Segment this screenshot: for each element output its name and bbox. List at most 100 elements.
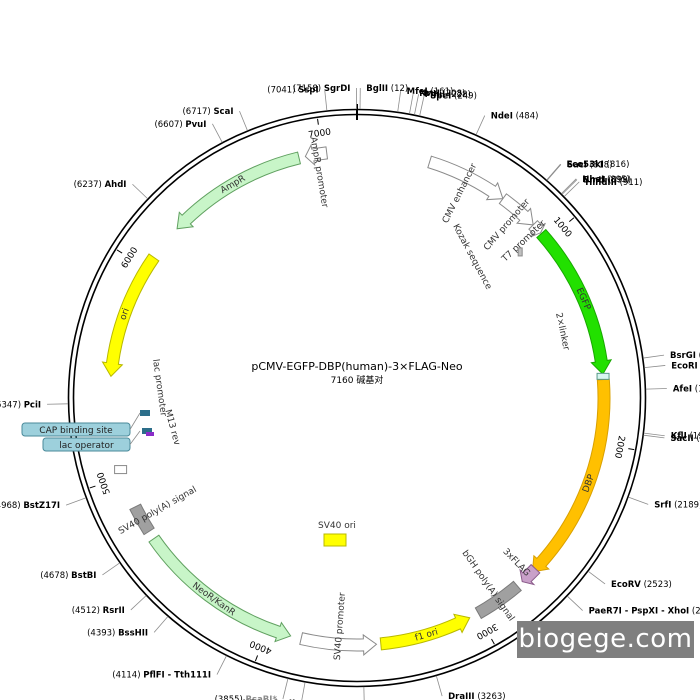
3xflag-arrow xyxy=(519,563,541,586)
bstbi-leader xyxy=(102,562,120,576)
pflfi-tth111i-site-position: (4114) xyxy=(112,671,140,681)
avrii-site-position: (3786) xyxy=(242,699,270,700)
kfli-site-position: (1929) xyxy=(689,432,700,442)
nrui-site-position: (208) xyxy=(443,89,466,99)
bstz17i-site-name: BstZ17I xyxy=(23,501,60,511)
ndei-site-position: (484) xyxy=(516,112,539,122)
afei-site-label: AfeI (1755) xyxy=(673,384,700,394)
linker-label: 2×linker xyxy=(553,312,571,352)
lac-operator-mark xyxy=(146,432,154,436)
ori-label: ori xyxy=(118,307,131,321)
paer7i-pspxi-xhoi-site-label: PaeR7I - PspXI - XhoI (2651) xyxy=(589,607,700,617)
bsshii-site-position: (4393) xyxy=(87,628,115,638)
watermark-logo: biogege.com xyxy=(517,621,694,658)
bsshii-site-name: BssHII xyxy=(118,628,148,638)
ahdi-leader xyxy=(132,183,148,200)
bsabi-site-name: BsaBI* xyxy=(246,695,278,700)
srfi-site-label: SrfI (2189) xyxy=(654,500,700,510)
lac-operator-block xyxy=(142,428,152,434)
rsrii-leader xyxy=(130,595,147,611)
ampr-arrow xyxy=(176,151,302,230)
bsrgi-site-label: BsrGI (1632) xyxy=(670,351,700,361)
ahdi-site-position: (6237) xyxy=(74,180,102,190)
tick-label-4000: 4000 xyxy=(248,638,273,656)
bglii-site-label: BglII (12) xyxy=(366,84,408,94)
mfei-leader xyxy=(397,91,402,112)
bstz17i-site-label: (4968) BstZ17I xyxy=(0,501,60,511)
tick-label-7000: 7000 xyxy=(308,128,332,141)
mfei-site-name: MfeI xyxy=(407,87,428,97)
tick-mark-6000 xyxy=(116,249,123,254)
bsabi-site-position: (3855) xyxy=(215,695,243,700)
ndei-leader xyxy=(475,115,486,135)
ecorv-site-name: EcoRV xyxy=(611,580,641,590)
spei-site-position: (249) xyxy=(454,91,477,101)
bstbi-site-name: BstBI xyxy=(71,571,96,581)
neor-kanr-label: NeoR/KanR xyxy=(190,581,237,618)
sgrdi-site-name: SgrDI xyxy=(324,84,351,94)
ecorv-site-label: EcoRV (2523) xyxy=(611,580,672,590)
sgrdi-site-label: (7158) SgrDI xyxy=(293,84,351,94)
cmv-promoter-arrow xyxy=(498,193,534,226)
pflfi-tth111i-leader xyxy=(216,655,227,675)
cap-binding-block xyxy=(140,410,150,416)
avrii-site-label: (3786) AvrII xyxy=(242,699,295,700)
sv40-poly-a-signal-arrow xyxy=(129,503,155,536)
eco53ki-site-label: Eco53kI (816) xyxy=(566,160,629,170)
hindiii-site-label: HindIII (911) xyxy=(585,178,642,188)
mlui-site-name: MluI xyxy=(425,90,446,100)
dbp-arrow xyxy=(531,378,611,573)
nhei-leader xyxy=(561,178,577,194)
bsrgi-leader xyxy=(643,354,665,359)
ecorv-site-position: (2523) xyxy=(644,580,672,590)
plasmid-size: 7160 碱基对 xyxy=(331,374,384,386)
bglii-site-position: (12) xyxy=(391,84,408,94)
pvui-site-name: PvuI xyxy=(185,120,206,130)
neor-kanr-arrow xyxy=(148,534,292,643)
mfei-site-label: MfeI (161) xyxy=(407,87,454,97)
ecori-leader xyxy=(644,365,666,369)
tick-label-3000: 3000 xyxy=(474,621,499,641)
eco53ki-site-name: Eco53kI xyxy=(566,160,603,170)
spei-site-name: SpeI xyxy=(430,91,451,101)
kozak-sequence-label: Kozak sequence xyxy=(450,223,493,292)
ecori-site-name: EcoRI xyxy=(671,361,697,371)
bstz17i-leader xyxy=(65,497,86,506)
eco53ki-site-position: (816) xyxy=(607,160,630,170)
tick-label-1000: 1000 xyxy=(551,216,574,240)
ahdi-site-name: AhdI xyxy=(105,180,127,190)
sspi-site-position: (7041) xyxy=(267,86,295,96)
sgrdi-site-position: (7158) xyxy=(293,84,321,94)
saci-leader xyxy=(546,164,562,181)
afei-site-name: AfeI xyxy=(673,384,692,394)
saci-site-label: SacI (818) xyxy=(567,160,613,170)
nrui-site-name: NruI xyxy=(419,89,440,99)
sv40-poly-a-signal-label: SV40 poly(A) signal xyxy=(117,485,198,537)
srfi-leader xyxy=(628,496,649,505)
rsrii-site-position: (4512) xyxy=(72,606,100,616)
sv40-ori-label: SV40 ori xyxy=(318,521,356,531)
sacii-site-label: SacII (1937) xyxy=(670,434,700,444)
ori-arrow xyxy=(101,253,160,378)
linker-box xyxy=(596,372,610,380)
f1-ori-arrow xyxy=(379,613,471,651)
mlui-site-label: MluI (228) xyxy=(425,90,471,100)
bsabi-leader xyxy=(282,678,289,700)
draiii-site-position: (3263) xyxy=(477,692,505,700)
afei-leader xyxy=(645,388,667,390)
tick-label-5000: 5000 xyxy=(96,470,113,495)
tick-mark-7000 xyxy=(317,118,319,125)
draiii-site-name: DraIII xyxy=(448,692,474,700)
sacii-site-position: (1937) xyxy=(696,434,700,444)
bsrgi-site-name: BsrGI xyxy=(670,351,696,361)
kfli-leader xyxy=(643,432,665,437)
eco53ki-leader xyxy=(546,163,561,181)
backbone-outer xyxy=(67,108,647,688)
nhei-site-label: NheI (895) xyxy=(582,175,630,185)
tick-mark-3000 xyxy=(491,638,495,645)
bstbi-site-position: (4678) xyxy=(40,571,68,581)
